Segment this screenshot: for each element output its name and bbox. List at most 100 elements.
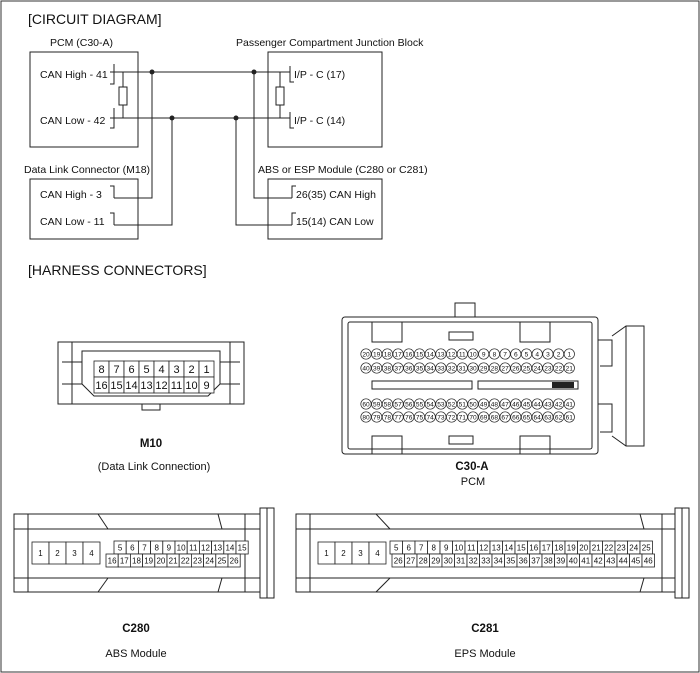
dlc-pin-bracket-low bbox=[110, 212, 115, 225]
abs-pin-bracket-high bbox=[291, 185, 296, 198]
m10-pin: 3 bbox=[173, 364, 179, 376]
m10-pin: 10 bbox=[185, 380, 197, 392]
c30a-desc: PCM bbox=[461, 476, 485, 488]
abs-can-low-label: 15(14) CAN Low bbox=[296, 216, 374, 228]
m10-pin: 1 bbox=[203, 364, 209, 376]
c30a-pin: 36 bbox=[405, 365, 413, 372]
c30a-pin: 45 bbox=[523, 401, 531, 408]
c280-pin: 8 bbox=[154, 543, 159, 552]
c30a-pin: 50 bbox=[469, 401, 477, 408]
c30a-pin: 80 bbox=[362, 414, 370, 421]
c280-pin: 12 bbox=[201, 543, 210, 552]
dlc-can-low-wire bbox=[114, 118, 173, 226]
c30a-pin-cell bbox=[563, 348, 575, 360]
c30a-pin: 59 bbox=[373, 401, 381, 408]
c30a-pin: 64 bbox=[534, 414, 542, 421]
c30a-pin: 32 bbox=[448, 365, 456, 372]
c281-pin: 46 bbox=[644, 556, 653, 565]
abs-can-high-label: 26(35) CAN High bbox=[296, 189, 376, 201]
c30a-pin: 39 bbox=[373, 365, 381, 372]
c30a-pin: 75 bbox=[416, 414, 424, 421]
c281-connector bbox=[295, 507, 690, 599]
c30a-pin: 2 bbox=[557, 351, 561, 358]
c280-desc: ABS Module bbox=[105, 648, 166, 660]
dlc-can-low-label: CAN Low - 11 bbox=[40, 216, 105, 228]
c281-pin: 2 bbox=[341, 549, 346, 558]
c281-pin: 22 bbox=[604, 543, 613, 552]
c281-desc: EPS Module bbox=[454, 648, 515, 660]
c30a-pin: 79 bbox=[373, 414, 381, 421]
c280-pin: 9 bbox=[167, 543, 172, 552]
c280-pin: 16 bbox=[108, 556, 117, 565]
c281-pin: 24 bbox=[629, 543, 638, 552]
abs-box bbox=[267, 178, 383, 240]
c281-pin: 8 bbox=[432, 543, 437, 552]
c30a-pin: 35 bbox=[416, 365, 424, 372]
c30a-pin: 9 bbox=[482, 351, 486, 358]
c30a-pin: 25 bbox=[523, 365, 531, 372]
c281-pin: 33 bbox=[481, 556, 490, 565]
c30a-pin: 4 bbox=[535, 351, 539, 358]
m10-pin: 13 bbox=[140, 380, 152, 392]
c280-pin: 4 bbox=[89, 549, 94, 558]
c281-pin: 44 bbox=[619, 556, 628, 565]
c30a-pin: 54 bbox=[427, 401, 435, 408]
pcm-pin-bracket-high bbox=[110, 64, 115, 85]
c30a-pin: 37 bbox=[394, 365, 402, 372]
c30a-pin-cell bbox=[563, 362, 575, 374]
c30a-pin: 10 bbox=[469, 351, 477, 358]
c281-pin: 9 bbox=[444, 543, 449, 552]
c30a-pin: 74 bbox=[427, 414, 435, 421]
c30a-pin: 12 bbox=[448, 351, 456, 358]
c30a-pin: 33 bbox=[437, 365, 445, 372]
c30a-pin: 23 bbox=[544, 365, 552, 372]
m10-pin: 15 bbox=[110, 380, 122, 392]
c281-pin: 29 bbox=[431, 556, 440, 565]
c30a-connector bbox=[341, 302, 645, 455]
c280-pin: 22 bbox=[181, 556, 190, 565]
c280-pin: 18 bbox=[132, 556, 141, 565]
c280-pin: 25 bbox=[217, 556, 226, 565]
circuit-heading: [CIRCUIT DIAGRAM] bbox=[28, 11, 162, 27]
c281-pin: 40 bbox=[569, 556, 578, 565]
pcjb-pin-bracket-17 bbox=[289, 66, 294, 83]
c30a-pin: 31 bbox=[459, 365, 467, 372]
pcjb-title: Passenger Compartment Junction Block bbox=[236, 37, 424, 49]
c30a-pin: 77 bbox=[394, 414, 402, 421]
c281-pin: 26 bbox=[394, 556, 403, 565]
c281-pin: 41 bbox=[581, 556, 590, 565]
c30a-pin: 68 bbox=[491, 414, 499, 421]
c281-pin: 32 bbox=[469, 556, 478, 565]
c30a-pin: 61 bbox=[566, 414, 574, 421]
c280-id: C280 bbox=[122, 623, 150, 635]
c30a-pin: 46 bbox=[512, 401, 520, 408]
c30a-pin: 72 bbox=[448, 414, 456, 421]
c30a-pin: 27 bbox=[501, 365, 509, 372]
c30a-pin: 60 bbox=[362, 401, 370, 408]
m10-pin: 4 bbox=[158, 364, 164, 376]
m10-pin: 14 bbox=[125, 380, 137, 392]
m10-connector bbox=[57, 341, 245, 411]
c281-pin: 21 bbox=[592, 543, 601, 552]
c280-pin: 24 bbox=[205, 556, 214, 565]
c30a-pin: 18 bbox=[384, 351, 392, 358]
m10-pin-cell bbox=[198, 376, 215, 394]
c281-pin: 14 bbox=[504, 543, 513, 552]
c30a-pin: 29 bbox=[480, 365, 488, 372]
c30a-pin: 11 bbox=[459, 351, 466, 358]
c30a-pin: 15 bbox=[416, 351, 424, 358]
c30a-id: C30-A bbox=[455, 461, 488, 473]
pcjb-pin-17-label: I/P - C (17) bbox=[294, 69, 345, 81]
c30a-pin: 22 bbox=[555, 365, 563, 372]
c30a-pin: 41 bbox=[566, 401, 574, 408]
c30a-pin: 49 bbox=[480, 401, 488, 408]
c281-pin: 11 bbox=[467, 543, 476, 552]
c30a-pin: 58 bbox=[384, 401, 392, 408]
c30a-pin: 70 bbox=[469, 414, 477, 421]
m10-pin: 8 bbox=[98, 364, 104, 376]
c281-pin: 25 bbox=[642, 543, 651, 552]
harness-heading: [HARNESS CONNECTORS] bbox=[28, 262, 207, 278]
